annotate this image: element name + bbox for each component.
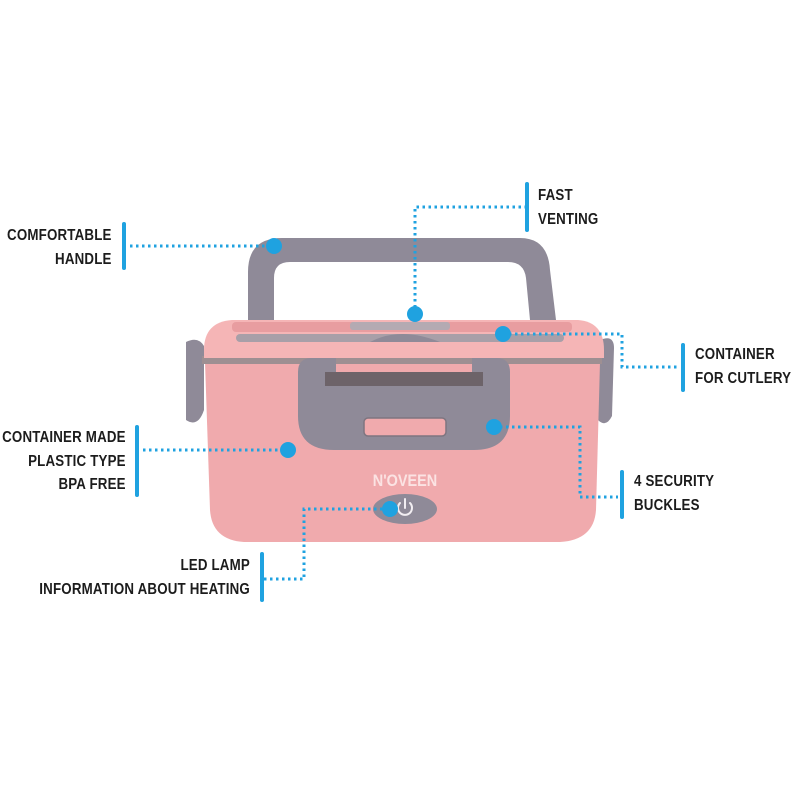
callout-handle: COMFORTABLE HANDLE [7,224,112,271]
brand-logo: N'OVEEN [373,472,437,490]
callout-text: 4 SECURITY [634,473,715,490]
callout-text: COMFORTABLE [7,227,112,244]
callout-text: FAST [538,187,573,204]
callout-bar [681,343,685,392]
callout-text: FOR CUTLERY [695,369,792,387]
callout-text: BPA FREE [58,476,126,493]
callout-text: INFORMATION ABOUT HEATING [39,580,250,598]
callout-bar [135,425,139,497]
callout-cutlery: CONTAINER FOR CUTLERY [695,343,791,390]
callout-bar [620,470,624,519]
callout-venting: FAST VENTING [538,184,598,231]
callout-text: CONTAINER [695,346,775,363]
callout-text: CONTAINER MADE [2,429,126,446]
callout-plastic: CONTAINER MADE PLASTIC TYPE BPA FREE [2,426,126,497]
handle-dot [266,238,282,254]
callout-text: HANDLE [55,250,112,268]
callout-bar [122,222,126,270]
left-side-buckle [186,339,204,423]
callout-buckles: 4 SECURITY BUCKLES [634,470,714,517]
callout-text: VENTING [538,210,599,228]
venting-dot [407,306,423,322]
led-dot [382,501,398,517]
power-icon [397,498,413,516]
callout-text: LED LAMP [180,557,250,574]
callout-bar [260,552,264,602]
buckles-dot [486,419,502,435]
callout-bar [525,182,529,232]
callout-text: BUCKLES [634,496,700,514]
cutlery-dot [495,326,511,342]
callout-led: LED LAMP INFORMATION ABOUT HEATING [39,554,250,601]
handle [248,238,556,320]
plastic-dot [280,442,296,458]
callout-text: PLASTIC TYPE [28,452,126,470]
